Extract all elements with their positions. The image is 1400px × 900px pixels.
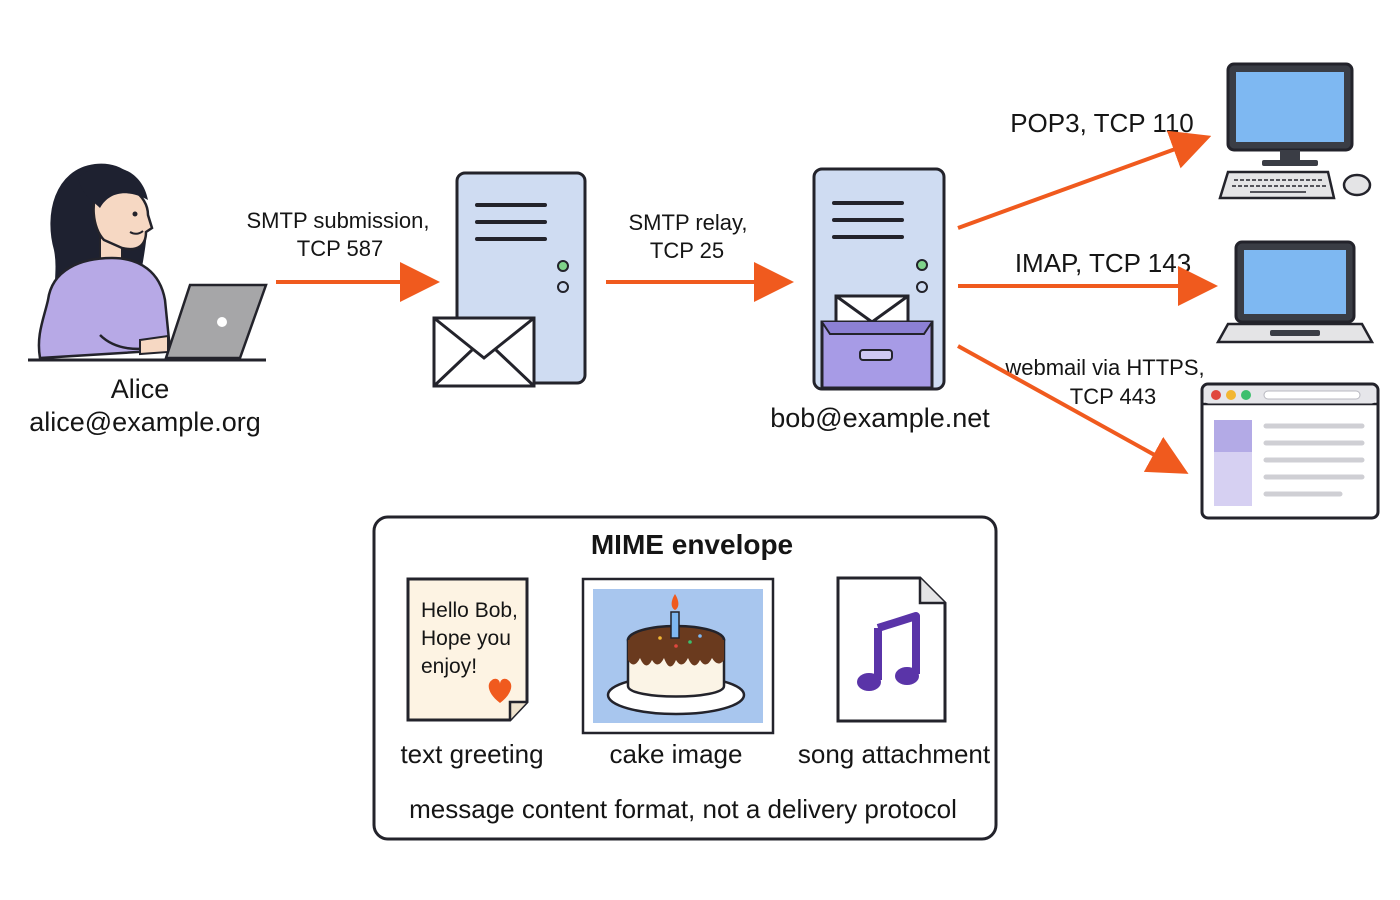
incoming-mailbox-server-icon [812, 167, 946, 391]
birthday-cake-icon [581, 577, 775, 735]
mime-footer-note: message content format, not a delivery p… [409, 794, 957, 824]
greeting-line-3: enjoy! [421, 655, 477, 678]
sender-name: Alice [111, 374, 170, 404]
part-text-label: text greeting [400, 739, 543, 769]
envelope-icon [432, 316, 536, 388]
relay-label-line1: SMTP relay, [629, 210, 748, 235]
sender-person-icon [28, 163, 268, 362]
relay-label-line2: TCP 25 [650, 238, 724, 263]
mime-title: MIME envelope [591, 529, 793, 560]
sender-email: alice@example.org [29, 407, 261, 437]
heart-icon [488, 678, 512, 703]
laptop-icon [1215, 240, 1375, 344]
desktop-computer-icon [1218, 62, 1372, 200]
submission-label-line1: SMTP submission, [247, 208, 430, 233]
greeting-line-1: Hello Bob, [421, 599, 518, 622]
pop3-arrow [957, 130, 1212, 230]
pop3-label: POP3, TCP 110 [1010, 108, 1194, 138]
webmail-label-line2: TCP 443 [1070, 384, 1156, 409]
part-image-label: cake image [610, 739, 743, 769]
recipient-email: bob@example.net [770, 403, 990, 433]
submission-label-line2: TCP 587 [297, 236, 383, 261]
music-note-icon [836, 576, 947, 723]
part-song-label: song attachment [798, 739, 991, 769]
imap-label: IMAP, TCP 143 [1015, 248, 1191, 278]
browser-window-icon [1200, 382, 1380, 520]
greeting-line-2: Hope you [421, 627, 511, 650]
webmail-label-line1: webmail via HTTPS, [1004, 355, 1204, 380]
webmail-arrow [957, 344, 1189, 474]
